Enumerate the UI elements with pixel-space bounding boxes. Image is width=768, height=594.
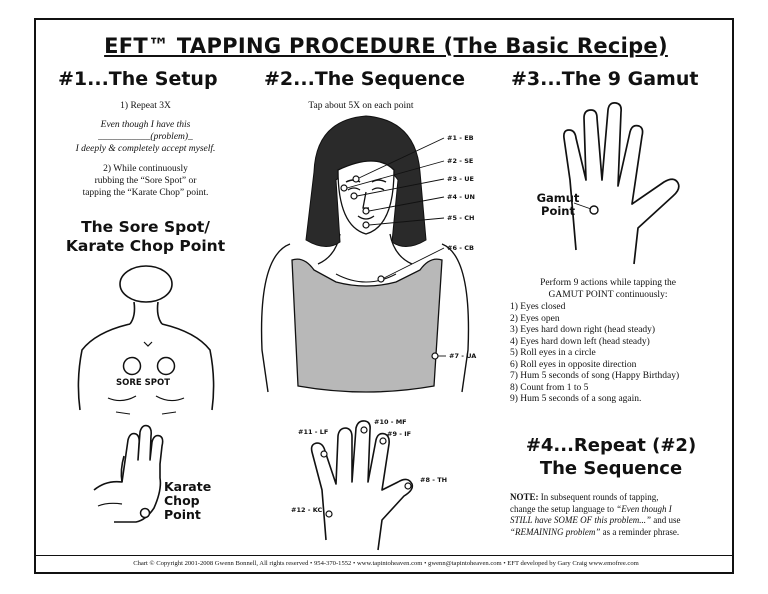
setup-affirmation-1: Even though I have this	[100, 120, 191, 130]
point-label-cb: #6 - CB	[447, 244, 474, 252]
karate-chop-seq-marker	[325, 510, 333, 518]
gamut-action-6: 6) Roll eyes in opposite direction	[510, 359, 637, 370]
gamut-heading: #3...The 9 Gamut	[511, 68, 699, 90]
gamut-leader-line	[573, 202, 592, 210]
point-label-lf: #11 - LF	[298, 428, 329, 436]
body-illustration	[260, 233, 470, 393]
gamut-point-label: Gamut Point	[532, 192, 584, 218]
gamut-action-5: 5) Roll eyes in a circle	[510, 348, 596, 358]
gamut-intro-line2: GAMUT POINT continuously:	[548, 290, 668, 300]
sequence-illustrations	[260, 115, 470, 551]
gamut-intro-line1: Perform 9 actions while tapping the	[540, 278, 676, 288]
note-quote1: “Even though I	[616, 503, 672, 514]
sequence-hand-illustration	[310, 420, 414, 551]
gamut-action-3: 3) Eyes hard down right (head steady)	[510, 325, 656, 335]
gamut-action-4: 4) Eyes hard down left (head steady)	[510, 336, 650, 347]
gamut-action-1: 1) Eyes closed	[510, 302, 566, 312]
setup-illustrations	[77, 265, 215, 523]
point-label-un: #4 - UN	[447, 193, 475, 201]
sore-spot-right-marker	[156, 356, 176, 376]
karate-chop-label: Karate Chop Point	[164, 480, 211, 522]
gamut-hand-illustration	[563, 102, 680, 265]
point-label-eb: #1 - EB	[447, 134, 474, 142]
point-label-se: #2 - SE	[447, 157, 474, 165]
leader-lines	[346, 137, 446, 357]
point-label-ua: #7 - UA	[449, 352, 477, 360]
setup-step2-line3: tapping the “Karate Chop” point.	[82, 188, 209, 198]
repeat-heading-line2: The Sequence	[539, 458, 683, 479]
note-line4: as a reminder phrase.	[602, 526, 680, 537]
gamut-illustrations	[563, 102, 680, 265]
thumb-marker	[404, 482, 412, 490]
repeat-heading-line1: #4...Repeat (#2)	[525, 435, 697, 456]
repeat-heading: #4...Repeat (#2) The Sequence	[496, 434, 726, 480]
collarbone-marker	[377, 275, 385, 283]
karate-chop-label-line3: Point	[164, 507, 201, 522]
sore-spot-label: SORE SPOT	[116, 378, 171, 388]
sore-spot-heading-line1: The Sore Spot/	[81, 218, 210, 236]
gamut-point-label-line1: Gamut	[536, 191, 580, 205]
point-label-th: #8 - TH	[420, 476, 448, 484]
note-line2: change the setup language to	[510, 503, 614, 514]
point-label-ue: #3 - UE	[447, 175, 474, 183]
karate-chop-hand-illustration	[93, 424, 164, 523]
footer-divider	[36, 555, 732, 556]
gamut-action-9: 9) Hum 5 seconds of a song again.	[510, 394, 642, 404]
gamut-point-marker	[589, 205, 599, 215]
copyright-footer: Chart © Copyright 2001-2008 Gwenn Bonnel…	[133, 560, 639, 567]
chart-sheet: EFT™ TAPPING PROCEDURE (The Basic Recipe…	[34, 18, 734, 574]
hand-point-markers	[320, 426, 412, 518]
little-finger-marker	[320, 450, 328, 458]
point-label-ch: #5 - CH	[447, 214, 475, 222]
setup-step2-line1: 2) While continuously	[103, 164, 188, 174]
gamut-action-list: 1) Eyes closed 2) Eyes open 3) Eyes hard…	[510, 302, 730, 406]
setup-affirmation-3: I deeply & completely accept myself.	[75, 144, 216, 154]
point-label-mf: #10 - MF	[374, 418, 407, 426]
karate-chop-label-line2: Chop	[164, 493, 200, 508]
point-label-if: #9 - IF	[387, 430, 412, 438]
sequence-instruction: Tap about 5X on each point	[308, 101, 414, 111]
sore-spot-heading-line2: Karate Chop Point	[65, 237, 226, 255]
gamut-point-label-line2: Point	[541, 204, 575, 218]
note-label: NOTE:	[510, 492, 539, 502]
torso-illustration	[77, 265, 215, 415]
index-finger-marker	[379, 437, 387, 445]
setup-step1: 1) Repeat 3X	[120, 101, 171, 111]
note-quote3: “REMAINING problem”	[510, 526, 601, 537]
sore-spot-left-marker	[122, 356, 142, 376]
note-line3: and use	[653, 515, 681, 525]
repeat-note: NOTE: In subsequent rounds of tapping, c…	[510, 492, 726, 538]
eyebrow-marker	[352, 175, 360, 183]
karate-chop-label-line1: Karate	[164, 479, 212, 494]
note-line1: In subsequent rounds of tapping,	[540, 492, 659, 502]
gamut-action-8: 8) Count from 1 to 5	[510, 382, 589, 393]
gamut-action-2: 2) Eyes open	[510, 313, 560, 324]
page-title: EFT™ TAPPING PROCEDURE (The Basic Recipe…	[104, 34, 668, 58]
hair-illustration	[305, 115, 427, 247]
tapping-point-markers	[340, 175, 439, 360]
karate-chop-marker	[139, 507, 151, 519]
middle-finger-marker	[360, 426, 368, 434]
sequence-heading: #2...The Sequence	[264, 68, 466, 90]
note-quote2: STILL have SOME OF this problem...”	[510, 515, 652, 525]
gamut-action-7: 7) Hum 5 seconds of song (Happy Birthday…	[510, 371, 680, 381]
setup-heading: #1...The Setup	[58, 68, 218, 90]
point-label-kc: #12 - KC	[291, 506, 323, 514]
setup-step2-line2: rubbing the “Sore Spot” or	[94, 176, 197, 186]
setup-affirmation-2: ___________(problem)_	[98, 132, 193, 142]
